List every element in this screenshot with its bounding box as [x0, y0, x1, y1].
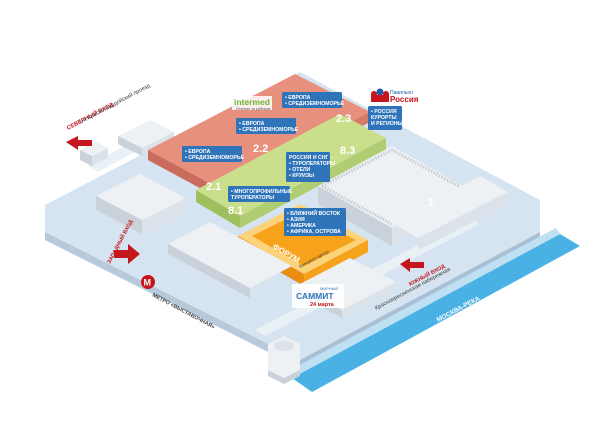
svg-text:24 марта: 24 марта [310, 302, 335, 308]
metro-letter: M [144, 278, 152, 288]
svg-text:• СРЕДИЗЕМНОМОРЬЕ: • СРЕДИЗЕМНОМОРЬЕ [285, 101, 345, 107]
svg-text:• ЕВРОПА: • ЕВРОПА [185, 149, 211, 155]
svg-text:• АФРИКА, ОСТРОВА: • АФРИКА, ОСТРОВА [287, 229, 341, 235]
hall-label-8-3: 8.3 [340, 145, 355, 157]
hall-label-2-2: 2.2 [253, 143, 268, 155]
svg-text:САММИТ: САММИТ [296, 291, 334, 301]
intermed-logo: intermed Лечение за рубежом [232, 96, 272, 111]
north-entrance-street: 1-й Красногвардейский проезд [78, 82, 152, 126]
svg-text:МИРНЫЙ: МИРНЫЙ [320, 286, 338, 291]
svg-text:• СРЕДИЗЕМНОМОРЬЕ: • СРЕДИЗЕМНОМОРЬЕ [239, 127, 299, 133]
ground-edge [45, 232, 300, 368]
pavilion-russia-logo: Павильон Россия [371, 88, 419, 104]
svg-text:• ТУРОПЕРАТОРЫ: • ТУРОПЕРАТОРЫ [289, 161, 335, 167]
svg-text:• КРУИЗЫ: • КРУИЗЫ [289, 173, 314, 179]
summit-logo: МИРНЫЙ САММИТ 24 марта [292, 284, 344, 308]
svg-text:И РЕГИОНЫ: И РЕГИОНЫ [371, 121, 403, 127]
svg-text:• БЛИЖНИЙ ВОСТОК: • БЛИЖНИЙ ВОСТОК [287, 209, 341, 217]
north-entrance-arrow[interactable] [66, 136, 92, 150]
svg-text:• АМЕРИКА: • АМЕРИКА [287, 223, 316, 229]
svg-text:• ОТЕЛИ: • ОТЕЛИ [289, 167, 311, 173]
hall-label-2-1: 2.1 [206, 181, 221, 193]
hall-label-8-1: 8.1 [228, 205, 243, 217]
building-west-long [168, 222, 292, 298]
hall-label-2-3: 2.3 [336, 113, 351, 125]
svg-text:КУРОРТЫ: КУРОРТЫ [371, 115, 397, 121]
zone-russia-regions: • РОССИЯ КУРОРТЫ И РЕГИОНЫ [368, 106, 403, 130]
zone-europe-c: • ЕВРОПА • СРЕДИЗЕМНОМОРЬЕ [182, 146, 245, 162]
svg-text:Лечение за рубежом: Лечение за рубежом [236, 107, 271, 111]
svg-text:ТУРОПЕРАТОРЫ: ТУРОПЕРАТОРЫ [231, 195, 274, 201]
svg-text:• ЕВРОПА: • ЕВРОПА [285, 95, 311, 101]
zone-europe-a: • ЕВРОПА • СРЕДИЗЕМНОМОРЬЕ [282, 92, 345, 108]
svg-text:• ЕВРОПА: • ЕВРОПА [239, 121, 265, 127]
svg-text:intermed: intermed [234, 97, 270, 107]
svg-text:• РОССИЯ: • РОССИЯ [371, 109, 397, 115]
river [292, 234, 580, 392]
west-entrance-arrow[interactable] [114, 244, 140, 264]
svg-text:Россия: Россия [390, 95, 419, 104]
building-gate-north [80, 142, 108, 166]
zone-multi: • МНОГОПРОФИЛЬНЫЕ ТУРОПЕРАТОРЫ [228, 186, 293, 202]
svg-text:Павильон: Павильон [390, 90, 413, 96]
zone-europe-b: • ЕВРОПА • СРЕДИЗЕМНОМОРЬЕ [236, 118, 299, 134]
south-entrance-arrow[interactable] [400, 258, 424, 272]
svg-text:• АЗИЯ: • АЗИЯ [287, 217, 305, 223]
zone-forum: • БЛИЖНИЙ ВОСТОК • АЗИЯ • АМЕРИКА • АФРИ… [284, 208, 346, 236]
svg-text:• СРЕДИЗЕМНОМОРЬЕ: • СРЕДИЗЕМНОМОРЬЕ [185, 155, 245, 161]
hall-label-1: 1 [428, 197, 434, 209]
building-southeast [390, 176, 508, 250]
river-bank [290, 228, 560, 378]
svg-text:РОССИЯ И СНГ –: РОССИЯ И СНГ – [289, 155, 333, 161]
zone-russia-cis: РОССИЯ И СНГ – • ТУРОПЕРАТОРЫ • ОТЕЛИ • … [286, 152, 335, 182]
building-west [96, 174, 186, 234]
metro-icon [141, 275, 155, 289]
bridge-tunnel [268, 336, 300, 384]
svg-text:• МНОГОПРОФИЛЬНЫЕ: • МНОГОПРОФИЛЬНЫЕ [231, 189, 293, 195]
pavilion-domes-icon [371, 88, 389, 102]
